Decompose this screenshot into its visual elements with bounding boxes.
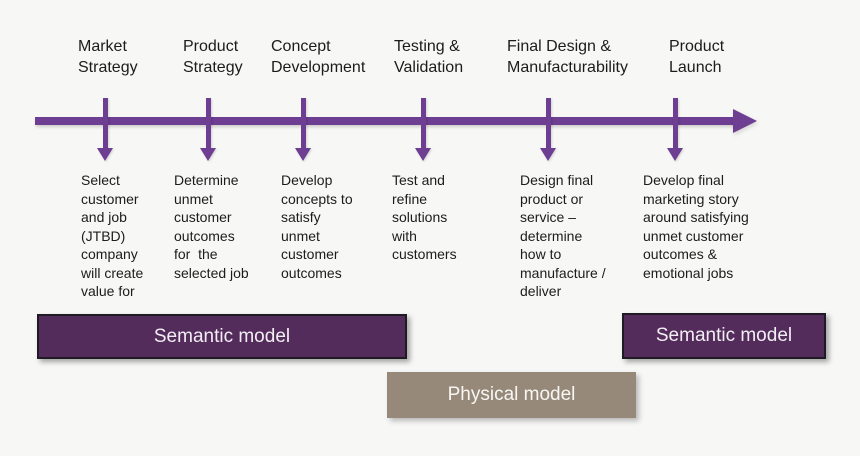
stage-title-market-strategy: Market Strategy (78, 38, 138, 76)
arrow-head (415, 148, 431, 161)
down-arrow-icon-testing-validation (415, 98, 431, 161)
stage-description-market-strategy: Select customer and job (JTBD) company w… (81, 172, 144, 299)
arrow-head (295, 148, 311, 161)
stage-title-concept-development: Concept Development (271, 38, 366, 76)
stage-title-testing-validation: Testing & Validation (394, 38, 464, 76)
arrow-head (97, 148, 113, 161)
semantic-model-label-right: Semantic model (655, 325, 793, 346)
down-arrow-icon-concept-development (295, 98, 311, 161)
stage-description-concept-development: Develop concepts to satisfy unmet custom… (281, 172, 353, 281)
stage-title-final-design-manufacturability: Final Design & Manufacturability (507, 38, 628, 76)
stage-description-testing-validation: Test and refine solutions with customers (392, 172, 457, 262)
stage-description-product-strategy: Determine unmet customer outcomes for th… (174, 172, 249, 281)
physical-model-box: Physical model (387, 372, 636, 418)
down-arrow-icon-final-design (540, 98, 556, 161)
stage-description-final-design: Design final product or service – determ… (520, 172, 606, 299)
arrow-head (200, 148, 216, 161)
semantic-model-box-right: Semantic model (622, 313, 826, 359)
down-arrow-icon-product-strategy (200, 98, 216, 161)
arrow-shaft (102, 98, 108, 148)
stage-description-product-launch: Develop final marketing story around sat… (643, 172, 749, 281)
timeline-bar (35, 117, 735, 125)
semantic-model-box-left: Semantic model (37, 314, 407, 359)
arrow-head (667, 148, 683, 161)
semantic-model-label-left: Semantic model (153, 325, 291, 347)
arrow-shaft (300, 98, 306, 148)
arrow-shaft (545, 98, 551, 148)
timeline-right-arrowhead-icon (733, 109, 757, 133)
stage-title-product-launch: Product Launch (669, 38, 725, 76)
physical-model-label: Physical model (447, 384, 576, 405)
arrow-head (540, 148, 556, 161)
stage-title-product-strategy: Product Strategy (183, 38, 243, 76)
down-arrow-icon-product-launch (667, 98, 683, 161)
arrow-shaft (205, 98, 211, 148)
arrow-shaft (672, 98, 678, 148)
arrow-shaft (420, 98, 426, 148)
down-arrow-icon-market-strategy (97, 98, 113, 161)
